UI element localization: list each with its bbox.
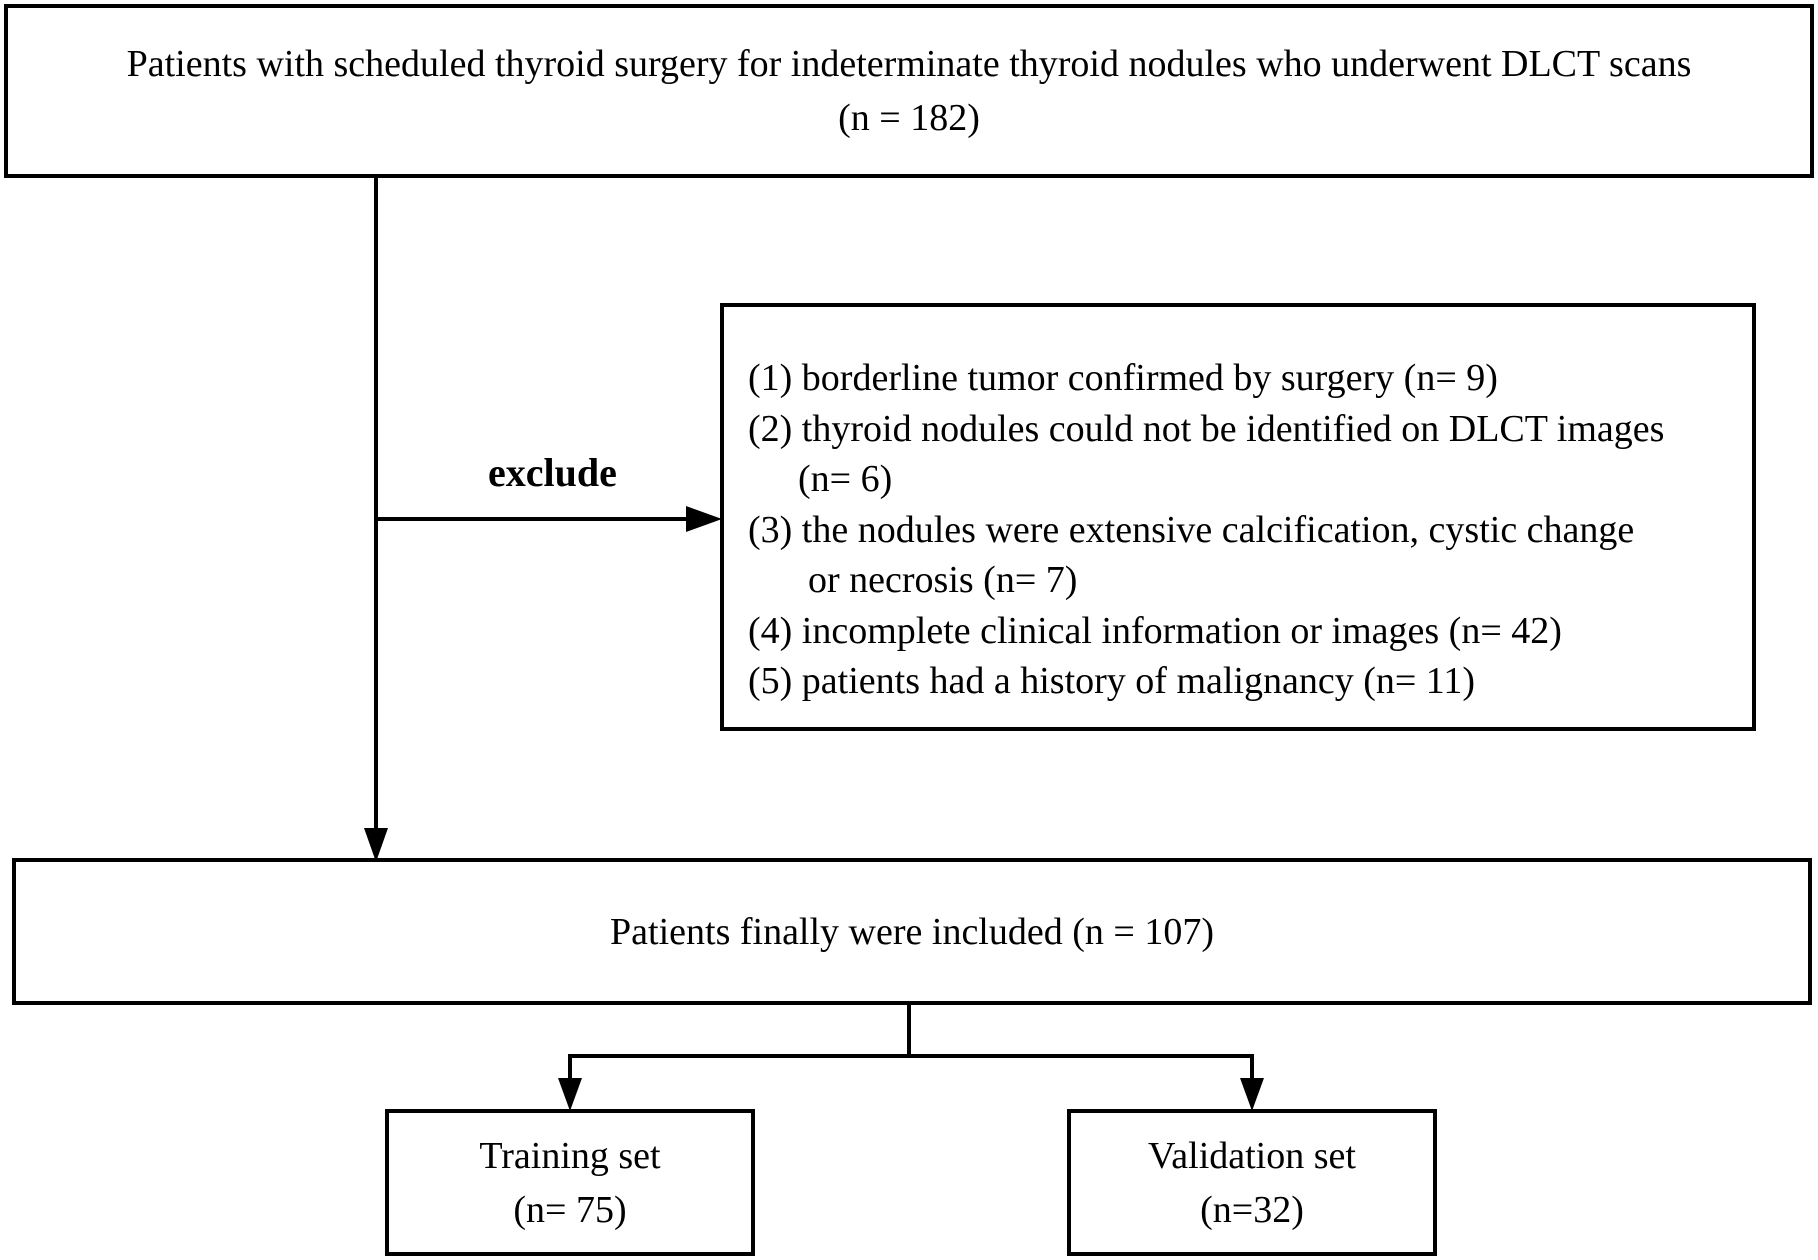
training-set-count: (n= 75) — [513, 1188, 627, 1231]
training-set-title: Training set — [479, 1134, 661, 1177]
exclude-label: exclude — [488, 450, 617, 495]
validation-set-title: Validation set — [1148, 1134, 1356, 1177]
exclusion-criteria-box: (1) borderline tumor confirmed by surger… — [720, 303, 1756, 731]
exclusion-criteria-list: (1) borderline tumor confirmed by surger… — [748, 353, 1664, 707]
validation-set-box: Validation set (n=32) — [1067, 1109, 1437, 1256]
criterion-continuation: (n= 6) — [798, 458, 893, 500]
arrowhead-right-exclusion — [686, 506, 722, 532]
exclusion-criterion-4: (4) incomplete clinical information or i… — [748, 606, 1664, 657]
arrowhead-down-included — [364, 828, 388, 862]
arrowhead-down-training — [558, 1078, 582, 1111]
criterion-text: (1) borderline tumor confirmed by surger… — [748, 357, 1498, 399]
exclusion-criterion-2: (2) thyroid nodules could not be identif… — [748, 404, 1664, 505]
criterion-text: (2) thyroid nodules could not be identif… — [748, 407, 1665, 450]
training-set-box: Training set (n= 75) — [385, 1109, 755, 1256]
enrolled-patients-box: Patients with scheduled thyroid surgery … — [4, 4, 1814, 178]
criterion-text: (3) the nodules were extensive calcifica… — [748, 508, 1635, 551]
included-patients-box: Patients finally were included (n = 107) — [12, 858, 1812, 1005]
exclusion-criterion-1: (1) borderline tumor confirmed by surger… — [748, 353, 1664, 404]
criterion-continuation: or necrosis (n= 7) — [808, 559, 1078, 601]
criterion-text: (4) incomplete clinical information or i… — [748, 609, 1562, 652]
exclusion-criterion-3: (3) the nodules were extensive calcifica… — [748, 505, 1664, 606]
enrolled-patients-count: (n = 182) — [838, 97, 980, 139]
criterion-text: (5) patients had a history of malignancy… — [748, 660, 1476, 702]
exclusion-criterion-5: (5) patients had a history of malignancy… — [748, 656, 1664, 707]
enrolled-patients-title: Patients with scheduled thyroid surgery … — [126, 43, 1692, 85]
arrowhead-down-validation — [1240, 1078, 1264, 1111]
validation-set-count: (n=32) — [1200, 1188, 1304, 1231]
included-patients-text: Patients finally were included (n = 107) — [610, 910, 1214, 953]
